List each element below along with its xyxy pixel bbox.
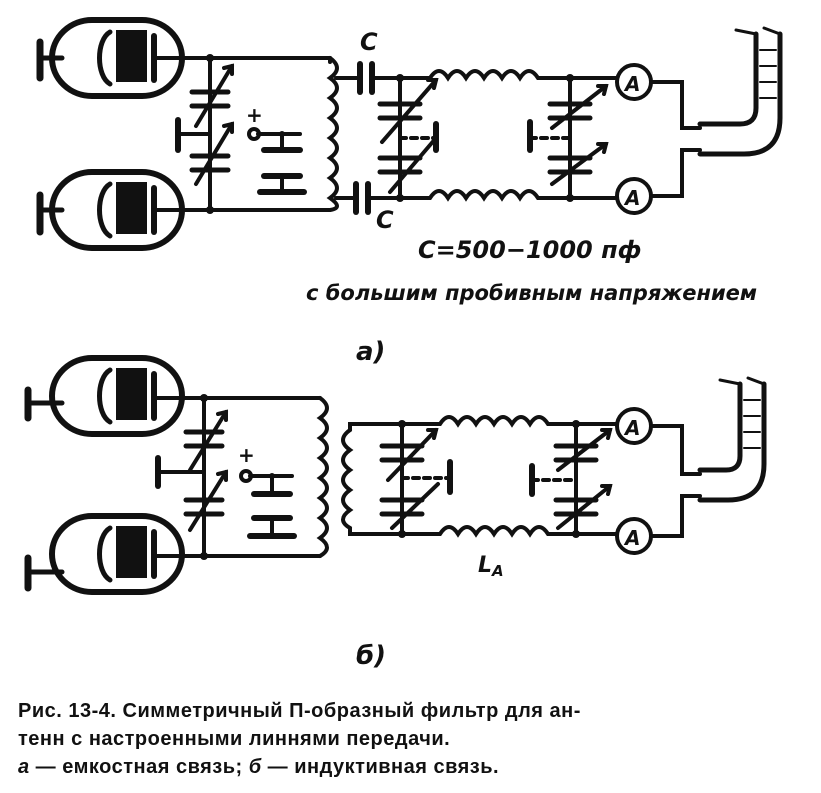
primary-coil-b (316, 396, 329, 558)
coupling-capacitor-top (334, 61, 402, 95)
diagram-b: + A A (24, 358, 767, 592)
figure-caption: Рис. 13-4. Симметричный П-образный фильт… (18, 697, 808, 781)
series-coil-top-a (398, 69, 572, 82)
diagram-a: + C C A (36, 20, 783, 248)
plus-terminal-label-a: + (246, 103, 263, 127)
series-coil-bottom-b (400, 525, 578, 538)
split-variable-capacitor-a (175, 63, 234, 186)
part-label-b: б) (356, 641, 386, 671)
capacitor-label-bottom: C (376, 206, 394, 234)
plus-terminal-label-b: + (238, 443, 255, 467)
capacitance-note: C=500−1000 пф (418, 236, 641, 264)
series-coil-top-b (400, 415, 578, 428)
capacitor-label-top: C (360, 28, 378, 56)
part-label-a: а) (356, 337, 385, 367)
split-variable-capacitor-b (155, 409, 228, 532)
secondary-coil-b (341, 428, 354, 530)
caption-line-3: а — емкостная связь; б — индуктивная свя… (18, 753, 808, 781)
antenna-pipe-b (697, 376, 767, 503)
caption-text-b: — индуктивная связь. (261, 756, 500, 778)
ammeter-label-bottom-b: A (623, 526, 640, 550)
voltage-note: с большим пробивным напряжением (306, 281, 757, 305)
caption-line-2: тенн с настроенными линнями передачи. (18, 728, 451, 750)
antenna-pipe-a (697, 26, 783, 157)
inductor-label-b: LA (478, 553, 504, 580)
schematic: + C C A (24, 0, 783, 671)
tank-coil-a (326, 56, 339, 212)
caption-letter-a: а (18, 756, 30, 778)
ammeter-label-top-b: A (623, 416, 640, 440)
series-coil-bottom-a (398, 189, 572, 202)
coupling-capacitor-bottom (334, 181, 402, 215)
ammeter-label-bottom-a: A (623, 186, 640, 210)
caption-text-a: — емкостная связь; (29, 756, 249, 778)
ammeter-label-top-a: A (623, 72, 640, 96)
caption-letter-b: б (248, 756, 262, 778)
caption-line-1: Рис. 13-4. Симметричный П-образный фильт… (18, 700, 581, 722)
